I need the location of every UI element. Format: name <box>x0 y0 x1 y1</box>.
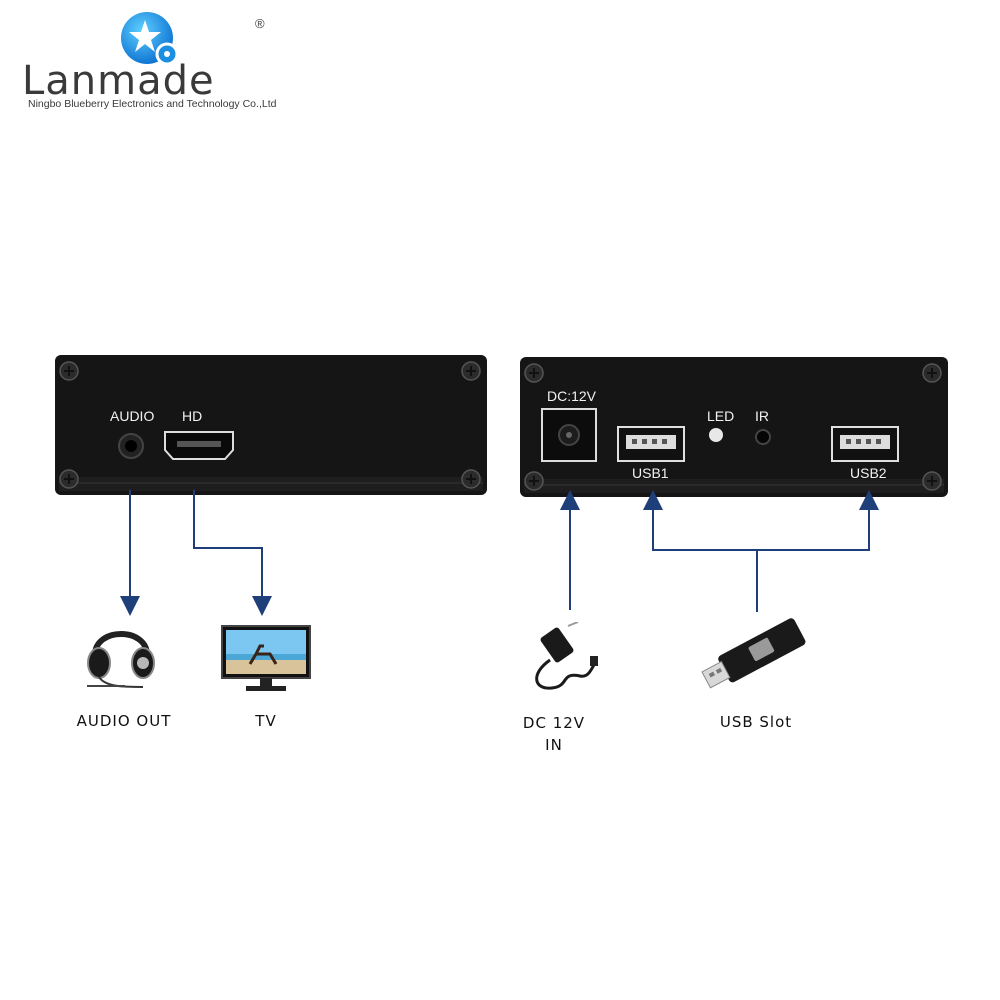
screw-icon <box>59 361 481 489</box>
usb1-connector-line <box>643 490 758 612</box>
dc-port-label: DC:12V <box>547 388 597 404</box>
ir-receiver-icon <box>755 429 771 445</box>
power-adapter-icon <box>535 622 598 690</box>
usb1-port-icon <box>617 426 685 462</box>
usb2-label: USB2 <box>850 465 887 481</box>
headphones-icon <box>87 631 155 688</box>
rear-panel <box>520 357 948 497</box>
caption-usb-slot: USB Slot <box>719 713 793 731</box>
led-label: LED <box>707 408 735 424</box>
caption-dc-line1: DC 12V <box>522 714 586 732</box>
brand-name: Lanmade <box>22 58 215 104</box>
caption-audio-out: AUDIO OUT <box>76 712 172 730</box>
front-panel <box>55 355 487 495</box>
tv-connector-line <box>193 490 272 616</box>
caption-dc-line2: IN <box>545 736 563 754</box>
hd-port-label: HD <box>182 408 203 424</box>
usb2-port-icon <box>831 426 899 462</box>
ir-label: IR <box>755 408 769 424</box>
registered-mark: ® <box>255 16 265 31</box>
audio-jack-icon <box>118 433 144 459</box>
tv-icon <box>221 625 311 691</box>
led-indicator-icon <box>709 428 723 442</box>
brand-tagline: Ningbo Blueberry Electronics and Technol… <box>28 98 277 110</box>
usb1-label: USB1 <box>632 465 669 481</box>
logo-emblem-icon <box>121 12 179 66</box>
caption-tv: TV <box>255 712 277 730</box>
brand-logo <box>20 10 280 120</box>
usb-drive-icon <box>701 618 806 689</box>
audio-port-label: AUDIO <box>110 408 155 424</box>
dc-jack-icon <box>541 408 597 462</box>
usb2-connector-line <box>757 490 879 551</box>
hdmi-port-icon <box>164 431 234 460</box>
